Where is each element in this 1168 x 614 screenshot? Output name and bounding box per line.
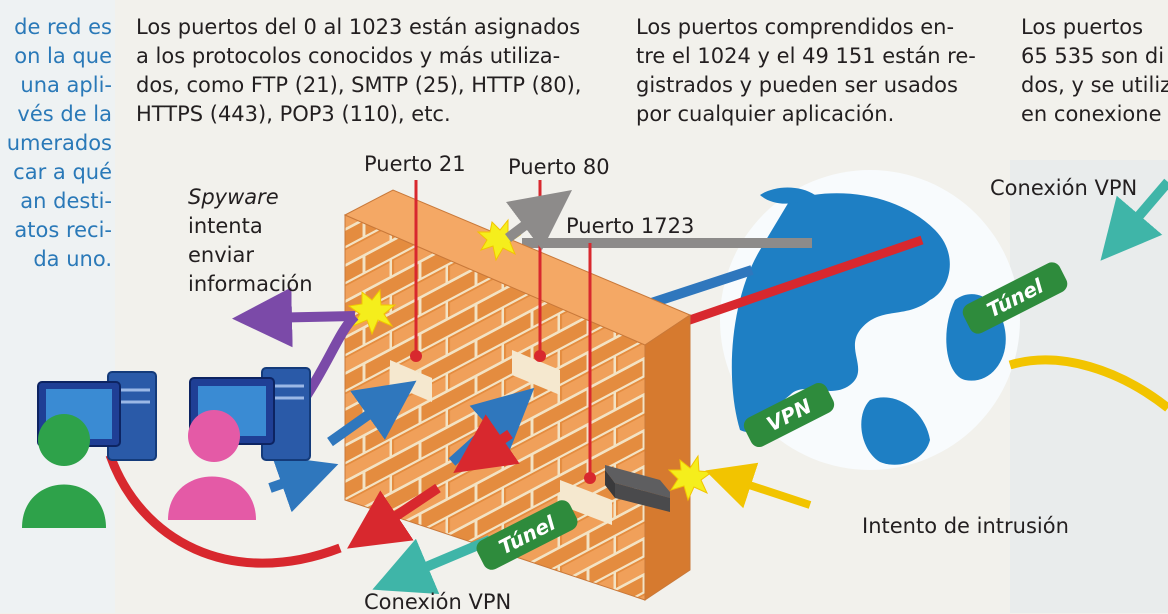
port-1723-marker xyxy=(584,472,596,484)
port-21-label: Puerto 21 xyxy=(364,152,466,176)
paragraph-line: Los puertos xyxy=(1021,15,1144,39)
left-line: on la que xyxy=(14,44,112,68)
port-80-label: Puerto 80 xyxy=(508,155,610,179)
computer-user-pink xyxy=(168,367,311,520)
left-line: de red es xyxy=(14,15,112,39)
paragraph-line: Los puertos del 0 al 1023 están asignado… xyxy=(136,15,581,39)
left-line: vés de la xyxy=(17,102,112,126)
vpn-connection-label-bottom: Conexión VPN xyxy=(364,590,512,614)
red-line-globe xyxy=(650,235,924,338)
paragraph-line: 65 535 son di xyxy=(1021,44,1165,68)
red-return-curve xyxy=(105,453,342,568)
well-known-ports-paragraph: Los puertos del 0 al 1023 están asignado… xyxy=(136,13,616,129)
computer-user-green xyxy=(22,371,157,528)
paragraph-line: en conexione xyxy=(1021,102,1162,126)
spyware-label: Spyware intenta enviar información xyxy=(188,183,313,299)
paragraph-line: dos, y se utiliza xyxy=(1021,73,1168,97)
dynamic-ports-paragraph: Los puertos 65 535 son di dos, y se util… xyxy=(1021,13,1168,129)
registered-ports-paragraph: Los puertos comprendidos en- tre el 1024… xyxy=(636,13,996,129)
user-head-green xyxy=(38,414,90,466)
spyware-line: información xyxy=(188,272,313,296)
paragraph-line: HTTPS (443), POP3 (110), etc. xyxy=(136,102,451,126)
spyware-line: enviar xyxy=(188,243,254,267)
paragraph-line: por cualquier aplicación. xyxy=(636,102,895,126)
left-line: atos reci- xyxy=(14,218,112,242)
intrusion-burst xyxy=(667,454,714,502)
paragraph-line: a los protocolos conocidos y más utiliza… xyxy=(136,44,561,68)
spyware-title: Spyware xyxy=(188,185,279,209)
left-line: umerados xyxy=(6,131,112,155)
blocked-port-block xyxy=(605,465,670,498)
user-head-pink xyxy=(188,410,240,462)
left-line: car a qué xyxy=(13,160,112,184)
port-1723-label: Puerto 1723 xyxy=(566,214,695,238)
port-80-marker xyxy=(534,350,546,362)
left-column-text: de red es on la que una apli- vés de la … xyxy=(0,13,112,274)
paragraph-line: tre el 1024 y el 49 151 están re- xyxy=(636,44,976,68)
left-line: da uno. xyxy=(33,247,112,271)
paragraph-line: Los puertos comprendidos en- xyxy=(636,15,955,39)
left-line: an desti- xyxy=(20,189,112,213)
intrusion-attempt-label: Intento de intrusión xyxy=(862,514,1069,538)
vpn-connection-label-top: Conexión VPN xyxy=(990,176,1138,200)
paragraph-line: gistrados y pueden ser usados xyxy=(636,73,958,97)
user-body-pink xyxy=(168,476,256,520)
port-21-marker xyxy=(410,350,422,362)
spyware-line: intenta xyxy=(188,214,263,238)
user-body-green xyxy=(22,484,106,528)
left-line: una apli- xyxy=(20,73,112,97)
spyware-blocked-burst xyxy=(347,288,397,336)
paragraph-line: dos, como FTP (21), SMTP (25), HTTP (80)… xyxy=(136,73,582,97)
